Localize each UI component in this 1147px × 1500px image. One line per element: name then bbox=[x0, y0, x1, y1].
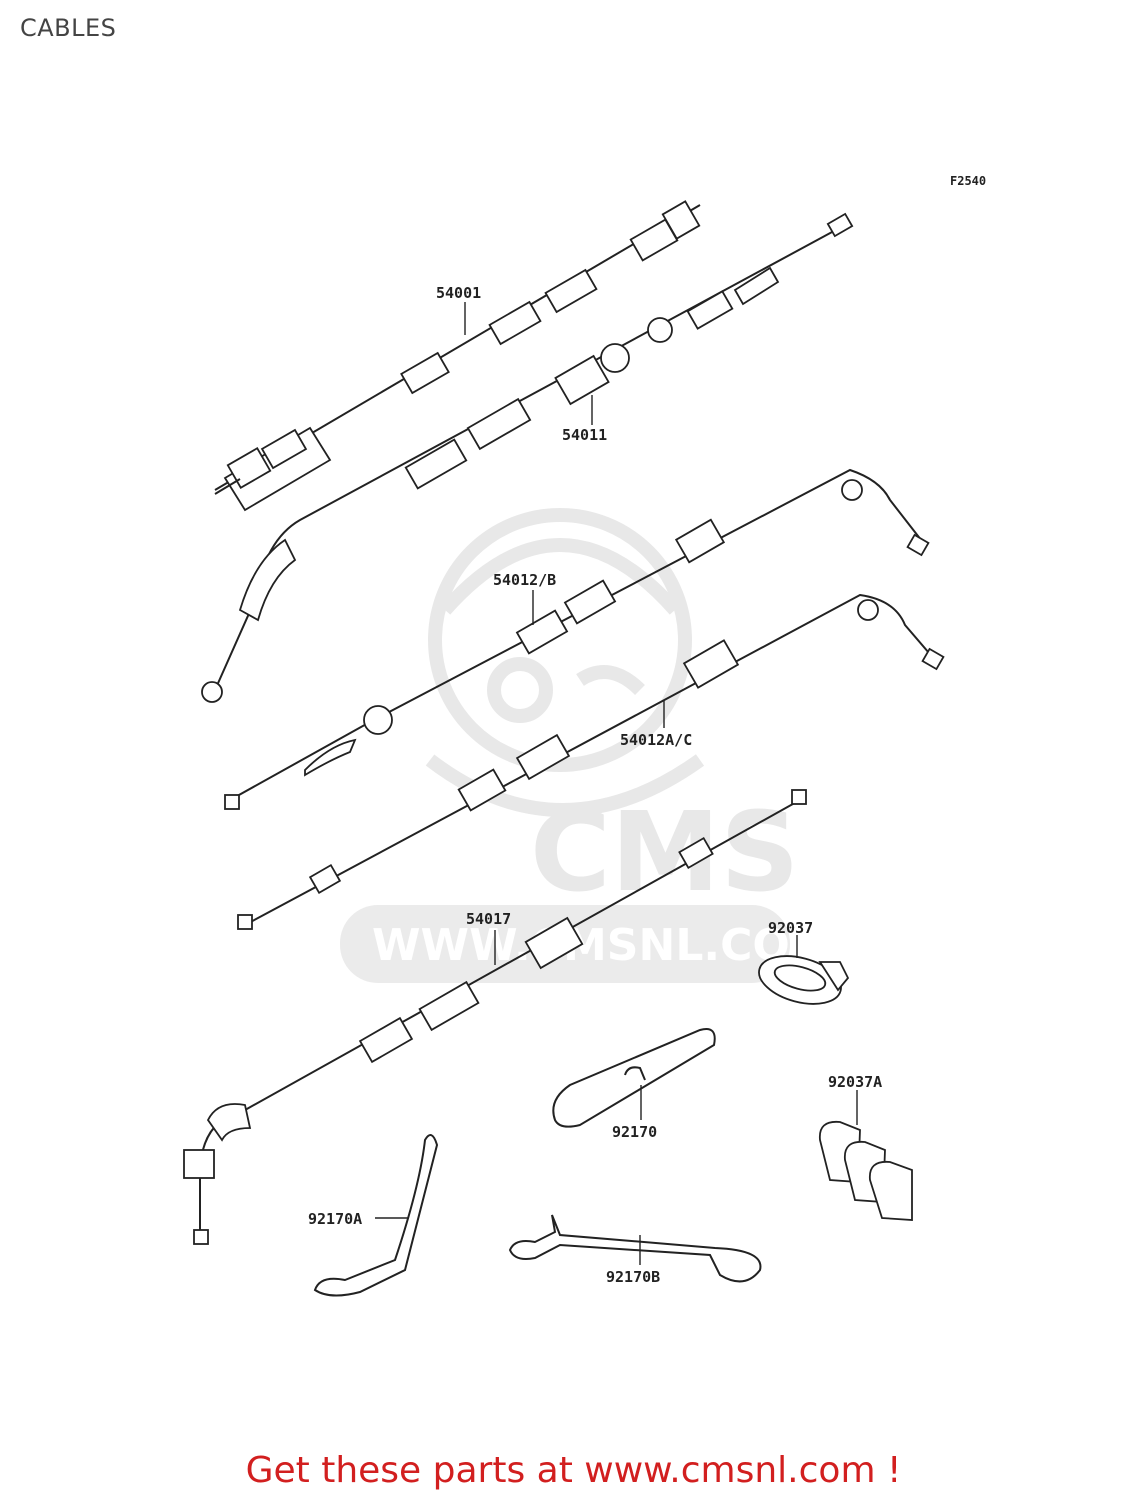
watermark-mascot bbox=[425, 508, 705, 817]
cable-54012b bbox=[224, 468, 930, 810]
part-label-54001: 54001 bbox=[436, 284, 481, 302]
part-label-92170b: 92170B bbox=[606, 1268, 660, 1286]
part-label-54012ac: 54012A/C bbox=[620, 731, 692, 749]
figure-ref: F2540 bbox=[950, 174, 986, 188]
part-label-92037a: 92037A bbox=[828, 1073, 882, 1091]
part-label-54017: 54017 bbox=[466, 910, 511, 928]
cable-54011 bbox=[201, 212, 854, 703]
cable-54012ac bbox=[237, 593, 945, 930]
page-title: CABLES bbox=[20, 14, 117, 42]
clip-92170 bbox=[552, 1028, 716, 1128]
footer-link[interactable]: Get these parts at www.cmsnl.com ! bbox=[245, 1450, 902, 1491]
part-label-54011: 54011 bbox=[562, 426, 607, 444]
part-label-92170: 92170 bbox=[612, 1123, 657, 1141]
cable-54017 bbox=[183, 789, 807, 1245]
part-label-54012b: 54012/B bbox=[493, 571, 556, 589]
watermark: CMS WWW.CMSNL.COM bbox=[340, 508, 834, 983]
clip-92170a bbox=[313, 1134, 439, 1297]
clamp-92037a bbox=[818, 1120, 913, 1221]
part-label-92170a: 92170A bbox=[308, 1210, 362, 1228]
watermark-brand: CMS bbox=[530, 788, 799, 916]
part-label-92037: 92037 bbox=[768, 919, 813, 937]
grommet-92037 bbox=[758, 955, 850, 1005]
parts-diagram: CMS WWW.CMSNL.COM F2540 54001 54011 bbox=[183, 174, 986, 1297]
cable-54001 bbox=[214, 200, 701, 512]
watermark-url: WWW.CMSNL.COM bbox=[372, 920, 834, 971]
clip-92170b bbox=[508, 1214, 762, 1283]
